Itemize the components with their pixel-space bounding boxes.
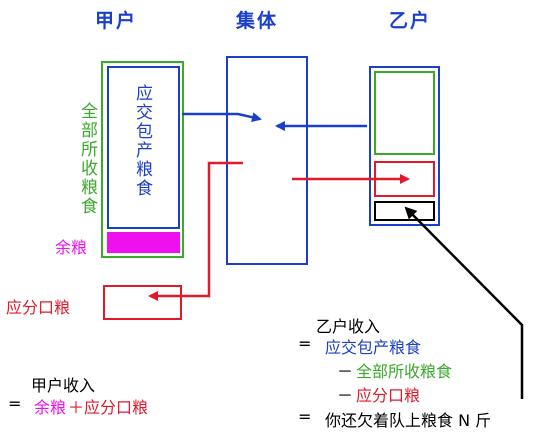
yi-income-title: 乙户收入 xyxy=(316,317,381,336)
yi-income-op3: － xyxy=(337,386,354,405)
yi-income-line4: 你还欠着队上粮食 N 斤 xyxy=(325,411,492,430)
arrow-jia-quota-to-collective xyxy=(182,112,262,123)
jia-surplus-label: 余粮 xyxy=(55,238,88,257)
yi-income-eq4: = xyxy=(298,407,312,426)
jia-income-term2: 应分口粮 xyxy=(84,398,149,417)
jia-income-term1: 余粮 xyxy=(34,398,67,417)
jia-quota-box xyxy=(107,66,180,229)
header-collective: 集体 xyxy=(236,10,279,32)
yi-debt-box xyxy=(374,201,435,221)
yi-outer-box xyxy=(369,66,440,226)
yi-income-line1: 应交包产粮食 xyxy=(325,338,422,357)
yi-harvest-box xyxy=(374,71,435,155)
jia-ration-label: 应分口粮 xyxy=(6,298,71,317)
yi-income-op2: － xyxy=(337,362,354,381)
yi-income-line2: 全部所收粮食 xyxy=(356,362,453,381)
arrow-debt-pointer xyxy=(404,206,524,399)
jia-income-title: 甲户收入 xyxy=(31,376,96,395)
collective-box xyxy=(226,56,308,265)
header-yi: 乙户 xyxy=(389,10,432,32)
yi-income-line3: 应分口粮 xyxy=(356,386,421,405)
jia-income-plus: ＋ xyxy=(68,398,85,417)
jia-ration-box xyxy=(103,285,182,320)
jia-total-harvest-box xyxy=(101,61,184,258)
arrow-collective-to-jia-ration xyxy=(148,161,243,301)
jia-quota-label: 应交包产粮食 xyxy=(132,84,152,198)
jia-total-harvest-label: 全部所收粮食 xyxy=(77,102,97,216)
jia-surplus-bar xyxy=(107,232,180,253)
jia-income-eq: = xyxy=(8,394,22,413)
yi-income-eq1: = xyxy=(298,334,312,353)
header-jia: 甲户 xyxy=(95,10,138,32)
